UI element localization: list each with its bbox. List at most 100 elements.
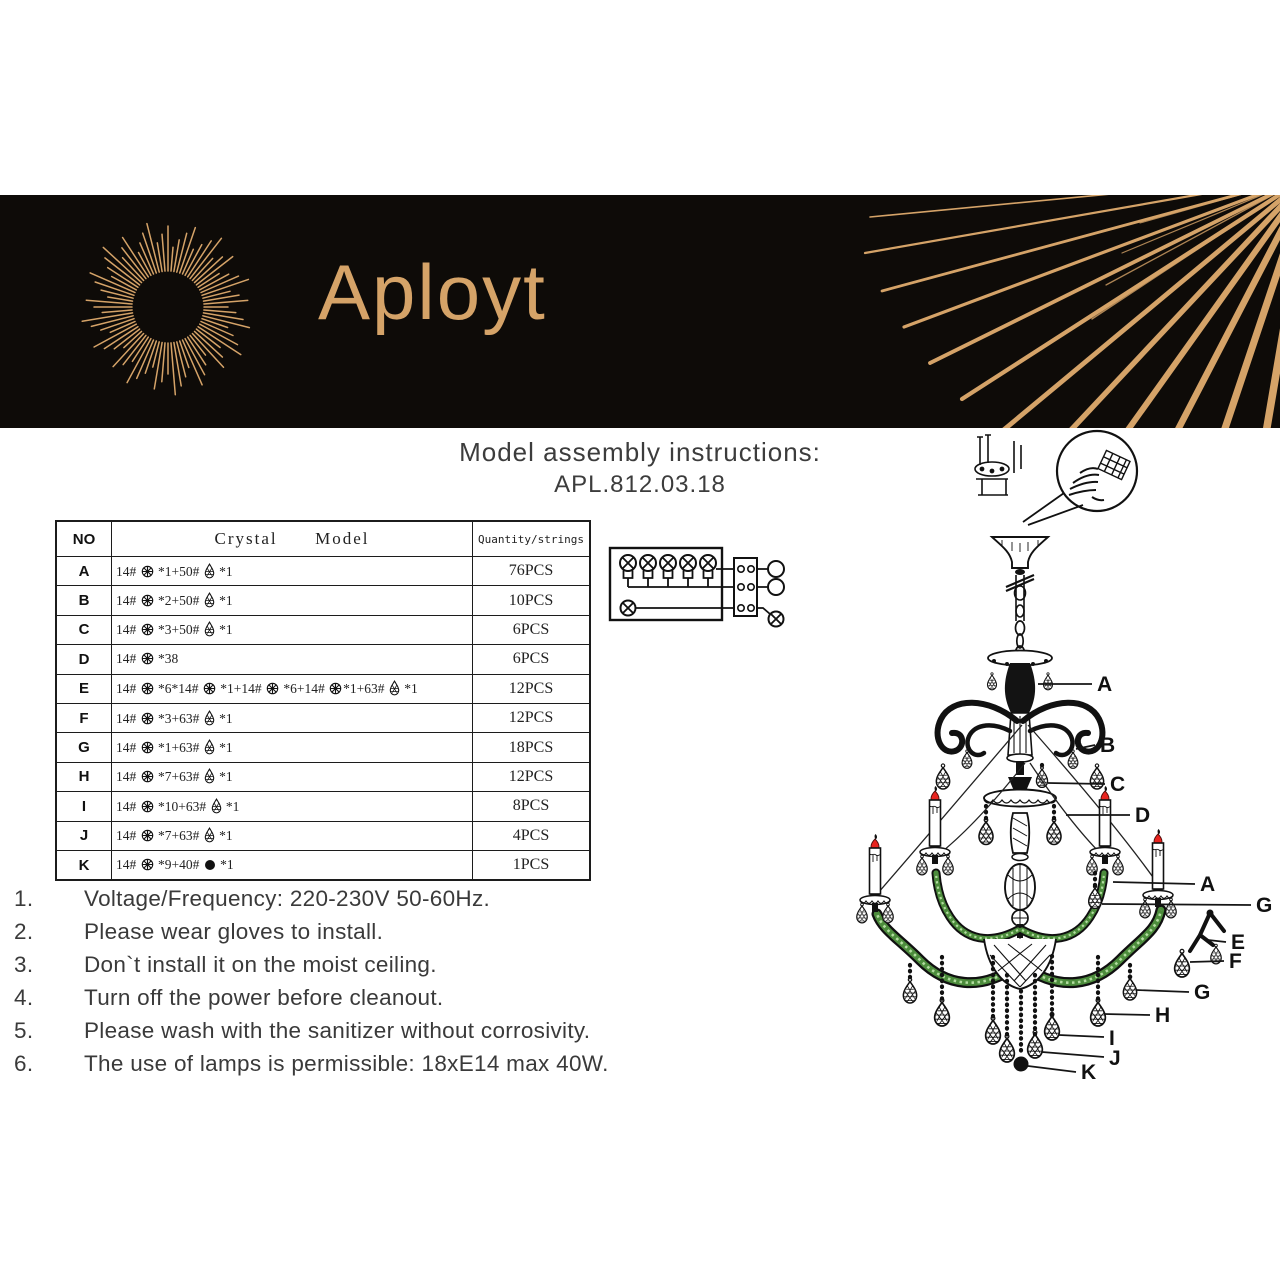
teardrop-crystal-icon	[211, 797, 221, 814]
round-crystal-bead-icon	[141, 712, 153, 724]
teardrop-crystal-icon	[204, 709, 215, 725]
quantity-cell: 6PCS	[472, 614, 591, 646]
label-H: H	[1155, 1004, 1170, 1027]
teardrop-crystal-icon	[204, 768, 215, 784]
round-crystal-bead-icon	[141, 594, 153, 607]
instruction-number: 5.	[14, 1017, 34, 1043]
crystal-formula: 14# *9+40# *1	[111, 849, 473, 881]
row-letter: A	[55, 555, 112, 587]
teardrop-crystal-icon	[204, 562, 215, 579]
crown-bobeche	[978, 762, 1062, 846]
round-crystal-bead-icon	[266, 682, 279, 695]
round-crystal-bead-icon	[141, 682, 153, 695]
instruction-item: 6. The use of lamps is permissible: 18xE…	[14, 1047, 784, 1080]
teardrop-crystal-icon	[204, 827, 215, 843]
label-F: F	[1229, 950, 1242, 973]
row-letter: I	[55, 791, 112, 822]
teardrop-crystal-icon	[204, 621, 215, 637]
row-letter: K	[55, 849, 112, 881]
crystal-formula: 14# *7+63# *1	[111, 820, 473, 851]
candle-inner-left	[917, 786, 954, 875]
row-letter: B	[55, 585, 112, 616]
instruction-item: 1. Voltage/Frequency: 220-230V 50-60Hz.	[14, 882, 784, 915]
title-block: Model assembly instructions: APL.812.03.…	[300, 437, 980, 499]
crystal-formula: 14# *3+63# *1	[111, 702, 473, 734]
instruction-text: Don`t install it on the moist ceiling.	[84, 951, 437, 977]
label-J: J	[1109, 1047, 1121, 1070]
quantity-cell: 1PCS	[472, 849, 591, 881]
label-G-upper: G	[1256, 894, 1272, 917]
crystal-branch-detail	[1173, 909, 1226, 978]
quantity-cell: 10PCS	[472, 585, 591, 616]
quantity-cell: 4PCS	[472, 820, 591, 851]
sunburst-logo	[81, 222, 251, 396]
ceiling-canopy	[989, 536, 1051, 575]
round-crystal-bead-icon	[203, 682, 216, 695]
quantity-cell: 76PCS	[472, 555, 591, 587]
round-crystal-bead-icon	[329, 682, 342, 695]
instruction-item: 2. Please wear gloves to install.	[14, 915, 784, 948]
wiring-diagram	[608, 546, 785, 628]
instruction-text: The use of lamps is permissible: 18xE14 …	[84, 1050, 609, 1076]
page-title: Model assembly instructions:	[459, 437, 821, 467]
label-G-lower: G	[1194, 981, 1210, 1004]
crystal-formula: 14# *2+50# *1	[111, 585, 473, 616]
label-B: B	[1100, 734, 1115, 757]
row-letter: H	[55, 761, 112, 793]
quantity-cell: 6PCS	[472, 644, 591, 675]
round-crystal-bead-icon	[141, 771, 153, 783]
col-header-no: NO	[55, 520, 112, 557]
round-crystal-bead-icon	[141, 624, 153, 636]
instruction-item: 4. Turn off the power before cleanout.	[14, 981, 784, 1014]
crystal-formula: 14# *1+50# *1	[111, 555, 473, 587]
instruction-text: Please wear gloves to install.	[84, 918, 384, 944]
crystal-formula: 14# *38	[111, 644, 473, 675]
quantity-cell: 12PCS	[472, 673, 591, 704]
install-detail-magnifier	[1022, 429, 1139, 526]
round-crystal-bead-icon	[141, 565, 153, 577]
row-letter: G	[55, 732, 112, 763]
mounting-detail-sketch	[974, 434, 1022, 496]
label-E: E	[1231, 931, 1245, 954]
label-A-mid: A	[1200, 873, 1215, 896]
instruction-item: 3. Don`t install it on the moist ceiling…	[14, 948, 784, 981]
leader-lines	[1027, 683, 1252, 1073]
row-letter: D	[55, 644, 112, 675]
round-crystal-bead-icon	[141, 800, 153, 813]
row-letter: E	[55, 673, 112, 704]
label-K: K	[1081, 1061, 1096, 1084]
table-header-row: NO Crystal Model Quantity/strings	[55, 520, 591, 557]
instructions-list: 1. Voltage/Frequency: 220-230V 50-60Hz. …	[14, 882, 784, 1080]
instruction-number: 6.	[14, 1050, 34, 1076]
teardrop-crystal-icon	[389, 680, 400, 696]
brand-name: Aployt	[318, 248, 547, 336]
instruction-text: Turn off the power before cleanout.	[84, 984, 444, 1010]
label-C: C	[1110, 773, 1125, 796]
teardrop-crystal-icon	[204, 592, 215, 608]
teardrop-crystal-icon	[204, 739, 215, 755]
instruction-number: 1.	[14, 885, 34, 911]
quantity-cell: 18PCS	[472, 732, 591, 763]
quantity-cell: 12PCS	[472, 761, 591, 793]
scroll-arms	[934, 699, 1106, 790]
instruction-number: 3.	[14, 951, 34, 977]
chandelier-diagram: A B C D A G E F G H I J K	[780, 429, 1272, 1084]
quantity-cell: 12PCS	[472, 702, 591, 734]
instruction-text: Please wash with the sanitizer without c…	[84, 1017, 591, 1043]
bottom-basket	[983, 937, 1061, 1072]
instruction-text: Voltage/Frequency: 220-230V 50-60Hz.	[84, 885, 491, 911]
instruction-item: 5. Please wash with the sanitizer withou…	[14, 1014, 784, 1047]
hanging-rod	[1005, 573, 1035, 621]
instruction-number: 4.	[14, 984, 34, 1010]
